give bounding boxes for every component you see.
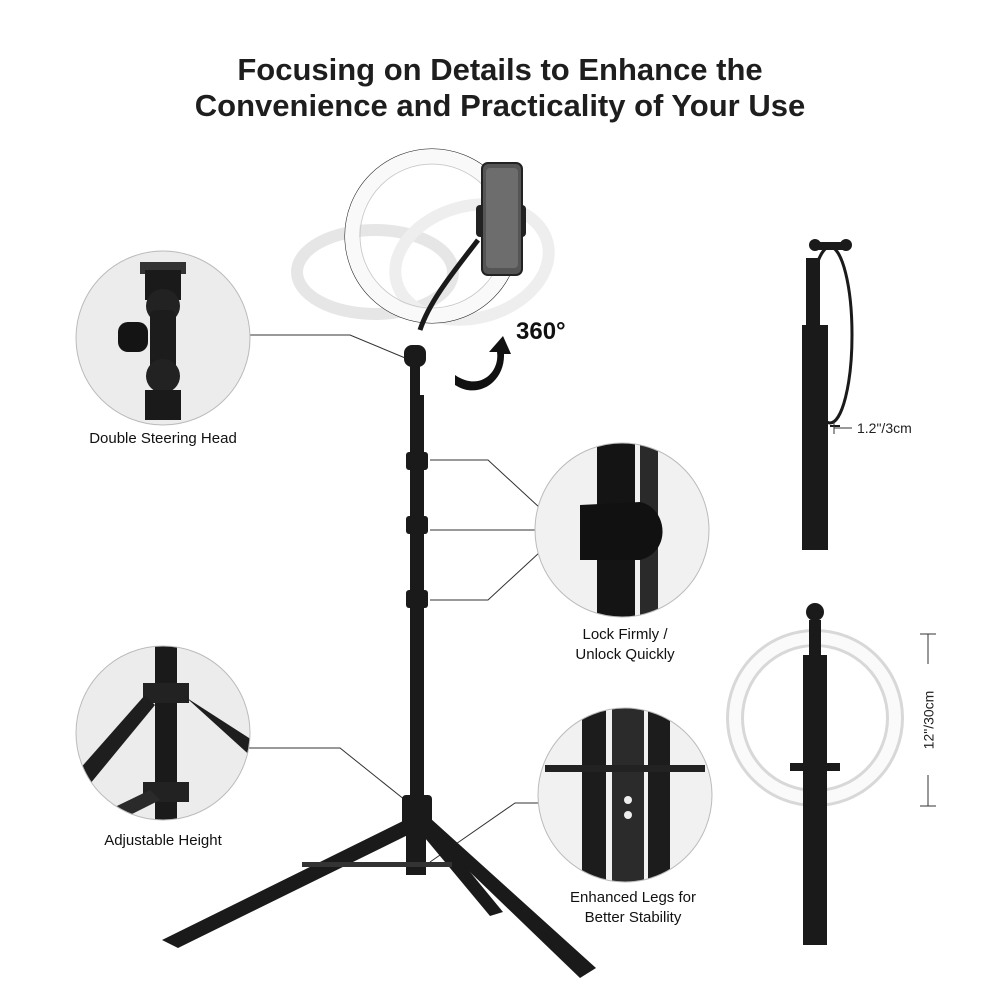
compact-ring-view xyxy=(726,603,904,945)
feature-label-legs-line-1: Enhanced Legs for xyxy=(570,889,696,906)
feature-label-steering-head: Double Steering Head xyxy=(89,430,237,447)
width-dimension-label: 1.2"/3cm xyxy=(857,420,912,436)
diameter-dimension-marker xyxy=(920,633,936,807)
diameter-dimension-label: 12"/30cm xyxy=(919,690,936,750)
width-dimension-marker xyxy=(833,422,852,434)
leader-lines xyxy=(248,334,545,863)
rotation-arrow-icon xyxy=(455,336,511,391)
detail-lock-clamp xyxy=(535,443,709,617)
phone-holder xyxy=(417,162,526,331)
feature-label-lock: Lock Firmly / Unlock Quickly xyxy=(540,625,710,665)
light-stand xyxy=(162,345,596,978)
headline-line-1: Focusing on Details to Enhance the xyxy=(237,52,763,87)
detail-height-joint xyxy=(76,646,250,820)
detail-enhanced-legs xyxy=(538,708,712,882)
feature-label-lock-line-1: Lock Firmly / xyxy=(582,626,668,643)
feature-label-lock-line-2: Unlock Quickly xyxy=(575,646,675,663)
feature-label-height: Adjustable Height xyxy=(104,832,222,849)
rotation-label: 360° xyxy=(516,318,566,345)
folded-stand-view xyxy=(802,239,854,550)
detail-steering-head xyxy=(76,251,250,425)
headline-line-2: Convenience and Practicality of Your Use xyxy=(194,88,806,123)
feature-label-legs-line-2: Better Stability xyxy=(584,909,682,926)
feature-label-legs: Enhanced Legs for Better Stability xyxy=(540,888,726,928)
headline: Focusing on Details to Enhance the Conve… xyxy=(0,52,1000,124)
